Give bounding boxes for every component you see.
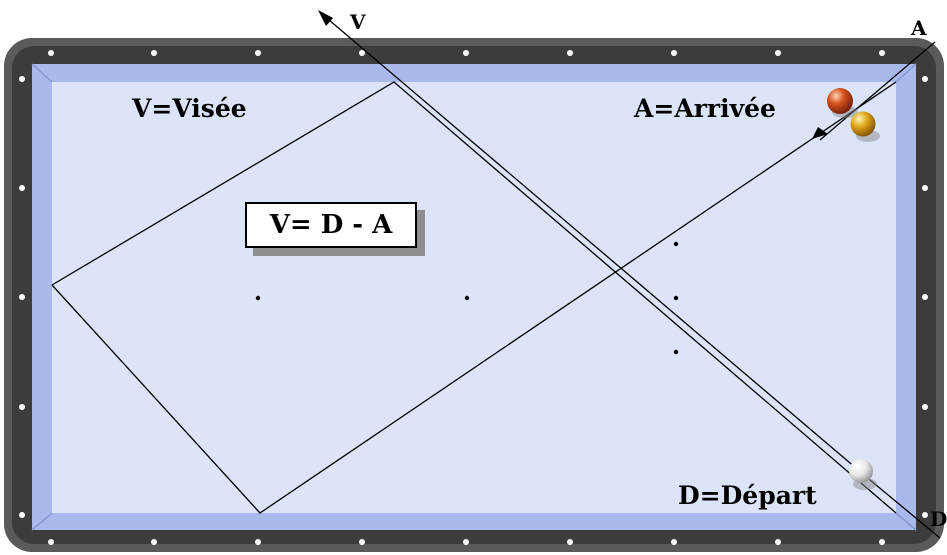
a-marker: A: [910, 16, 927, 40]
diamond-sights: [19, 50, 928, 545]
aim-line-a: [819, 41, 936, 141]
trajectory-lines: [51, 13, 941, 539]
visee-legend: V=Visée: [131, 94, 247, 123]
formula-box: V= D - A: [245, 202, 417, 248]
formula-text: V= D - A: [269, 210, 393, 240]
aim-line-v-extension: [869, 479, 941, 539]
v-marker: V: [349, 10, 366, 34]
path-arrival: [51, 81, 897, 514]
ball-white: [849, 459, 877, 490]
ball-red: [827, 88, 858, 118]
path-departure: [51, 81, 897, 514]
d-marker: D: [930, 507, 947, 531]
arrivee-legend: A=Arrivée: [633, 94, 776, 123]
table-cloth: [52, 82, 896, 513]
depart-legend: D=Départ: [678, 481, 817, 510]
arrowhead-a: [812, 127, 828, 139]
aim-line-v: [321, 13, 871, 481]
cloth-spots: [255, 241, 679, 355]
ball-yellow: [850, 111, 880, 142]
arrowhead-v: [318, 10, 333, 26]
